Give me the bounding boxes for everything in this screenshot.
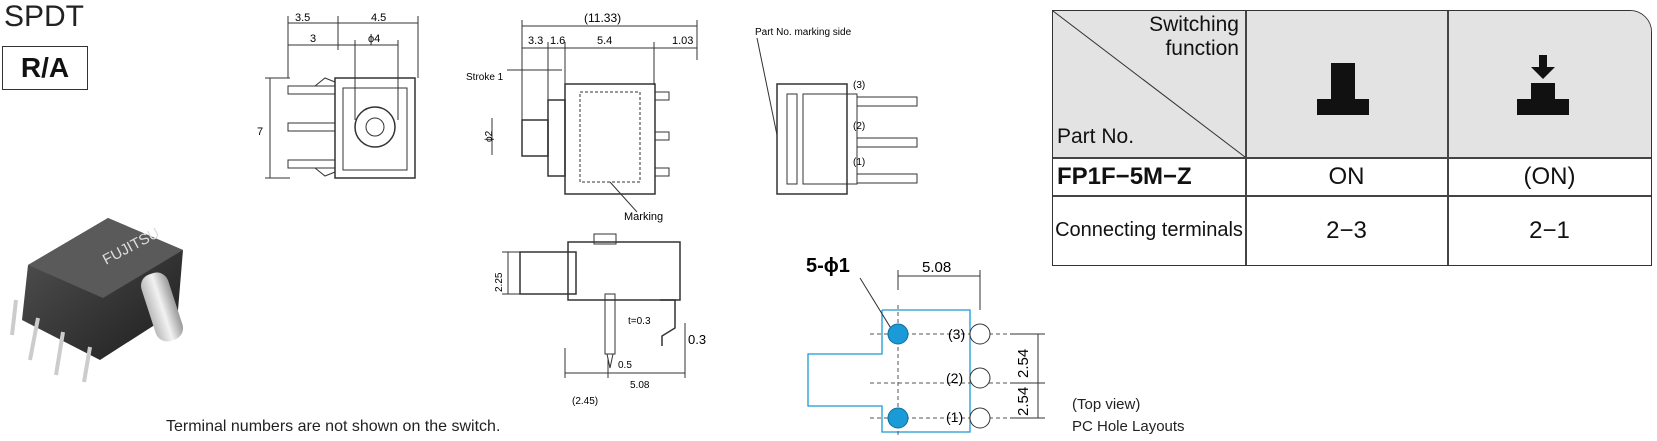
front-dim-mid2: ϕ4: [368, 33, 380, 45]
header-diagonal: [1053, 11, 1245, 157]
pc-caption: PC Hole Layouts: [1072, 418, 1185, 435]
switch-photo-body: FUJITSU: [10, 218, 184, 383]
pc-term-3: (3): [948, 326, 965, 342]
header-part-no: Part No.: [1057, 125, 1135, 148]
mount-type-badge: R/A: [2, 46, 88, 90]
switch-off-icon: [1317, 63, 1369, 115]
front-dim-mid1: 3: [310, 33, 316, 45]
side-dim-a: 3.3: [528, 35, 543, 47]
marking-label: Marking: [624, 211, 663, 223]
front-dim-top1: 3.5: [295, 12, 310, 24]
pc-hole-3: [887, 323, 909, 345]
bottom-dim-05: 0.5: [618, 360, 632, 371]
bottom-dim-height: 2.25: [494, 272, 505, 292]
front-view-drawing: 3.5 4.5 3 ϕ4 7: [257, 12, 419, 179]
part-number: FP1F−5M−Z: [1057, 162, 1192, 190]
col2-terminals: 2−1: [1529, 216, 1570, 244]
hole-spec-label: 5-ϕ1: [806, 255, 850, 277]
col1-terminals: 2−3: [1326, 216, 1367, 244]
pitch-vertical-2: 2.54: [1015, 387, 1032, 416]
switch-push-icon: [1517, 55, 1569, 115]
pc-term-2: (2): [946, 370, 963, 386]
pitch-vertical-1: 2.54: [1015, 349, 1032, 378]
side-view-drawing: (11.33) 3.3 1.6 5.4 1.03 Stroke 1 ϕ2 Mar…: [466, 11, 698, 223]
footnote: Terminal numbers are not shown on the sw…: [166, 418, 501, 435]
front-dim-left: 7: [257, 126, 263, 138]
side-dim-b: 1.6: [550, 35, 565, 47]
product-photo: FUJITSU: [10, 218, 184, 383]
pc-hole-mount-1: [969, 407, 991, 429]
stroke-label: Stroke 1: [466, 72, 504, 83]
bottom-dim-508: 5.08: [630, 380, 650, 391]
table-hline-2: [1053, 195, 1651, 197]
header-switching-function: Switching function: [1149, 13, 1239, 60]
switch-type-label: SPDT: [4, 0, 85, 33]
front-dim-top2: 4.5: [371, 12, 386, 24]
col2-state: (ON): [1523, 162, 1576, 190]
rear-term-2: (2): [853, 121, 865, 132]
side-dim-c: 5.4: [597, 35, 612, 47]
switching-function-table: Switching function Part No. FP1F−5M−Z ON…: [1052, 10, 1652, 266]
side-dim-d: 1.03: [672, 35, 693, 47]
pc-hole-mount-3: [969, 323, 991, 345]
pc-term-1: (1): [946, 409, 963, 425]
pc-hole-1: [887, 407, 909, 429]
table-divider-1: [1245, 11, 1247, 265]
table-hline-1: [1053, 157, 1651, 159]
rear-term-3: (3): [853, 80, 865, 91]
rear-view-drawing: Part No. marking side (3) (2) (1): [755, 27, 918, 195]
bottom-dim-lead: 0.3: [688, 332, 706, 347]
bottom-dim-245: (2.45): [572, 396, 598, 407]
connecting-terminals-label: Connecting terminals: [1055, 219, 1243, 241]
bottom-view-drawing: 2.25 t=0.3 0.3 0.5 (2.45) 5.08: [494, 233, 706, 407]
table-divider-2: [1447, 11, 1449, 265]
pc-hole-mount-2: [969, 367, 991, 389]
col1-state: ON: [1328, 162, 1365, 190]
pc-hole-layout: 5-ϕ1 5.08 (3) (2) (1) 2.54 2.54: [806, 255, 1045, 435]
marking-side-label: Part No. marking side: [755, 27, 852, 38]
side-dim-overall: (11.33): [584, 11, 621, 25]
pc-view-label: (Top view): [1072, 396, 1141, 413]
rear-term-1: (1): [853, 157, 865, 168]
pitch-horizontal: 5.08: [922, 259, 951, 276]
bottom-dim-thickness: t=0.3: [628, 316, 651, 327]
shaft-diameter: ϕ2: [484, 130, 495, 142]
